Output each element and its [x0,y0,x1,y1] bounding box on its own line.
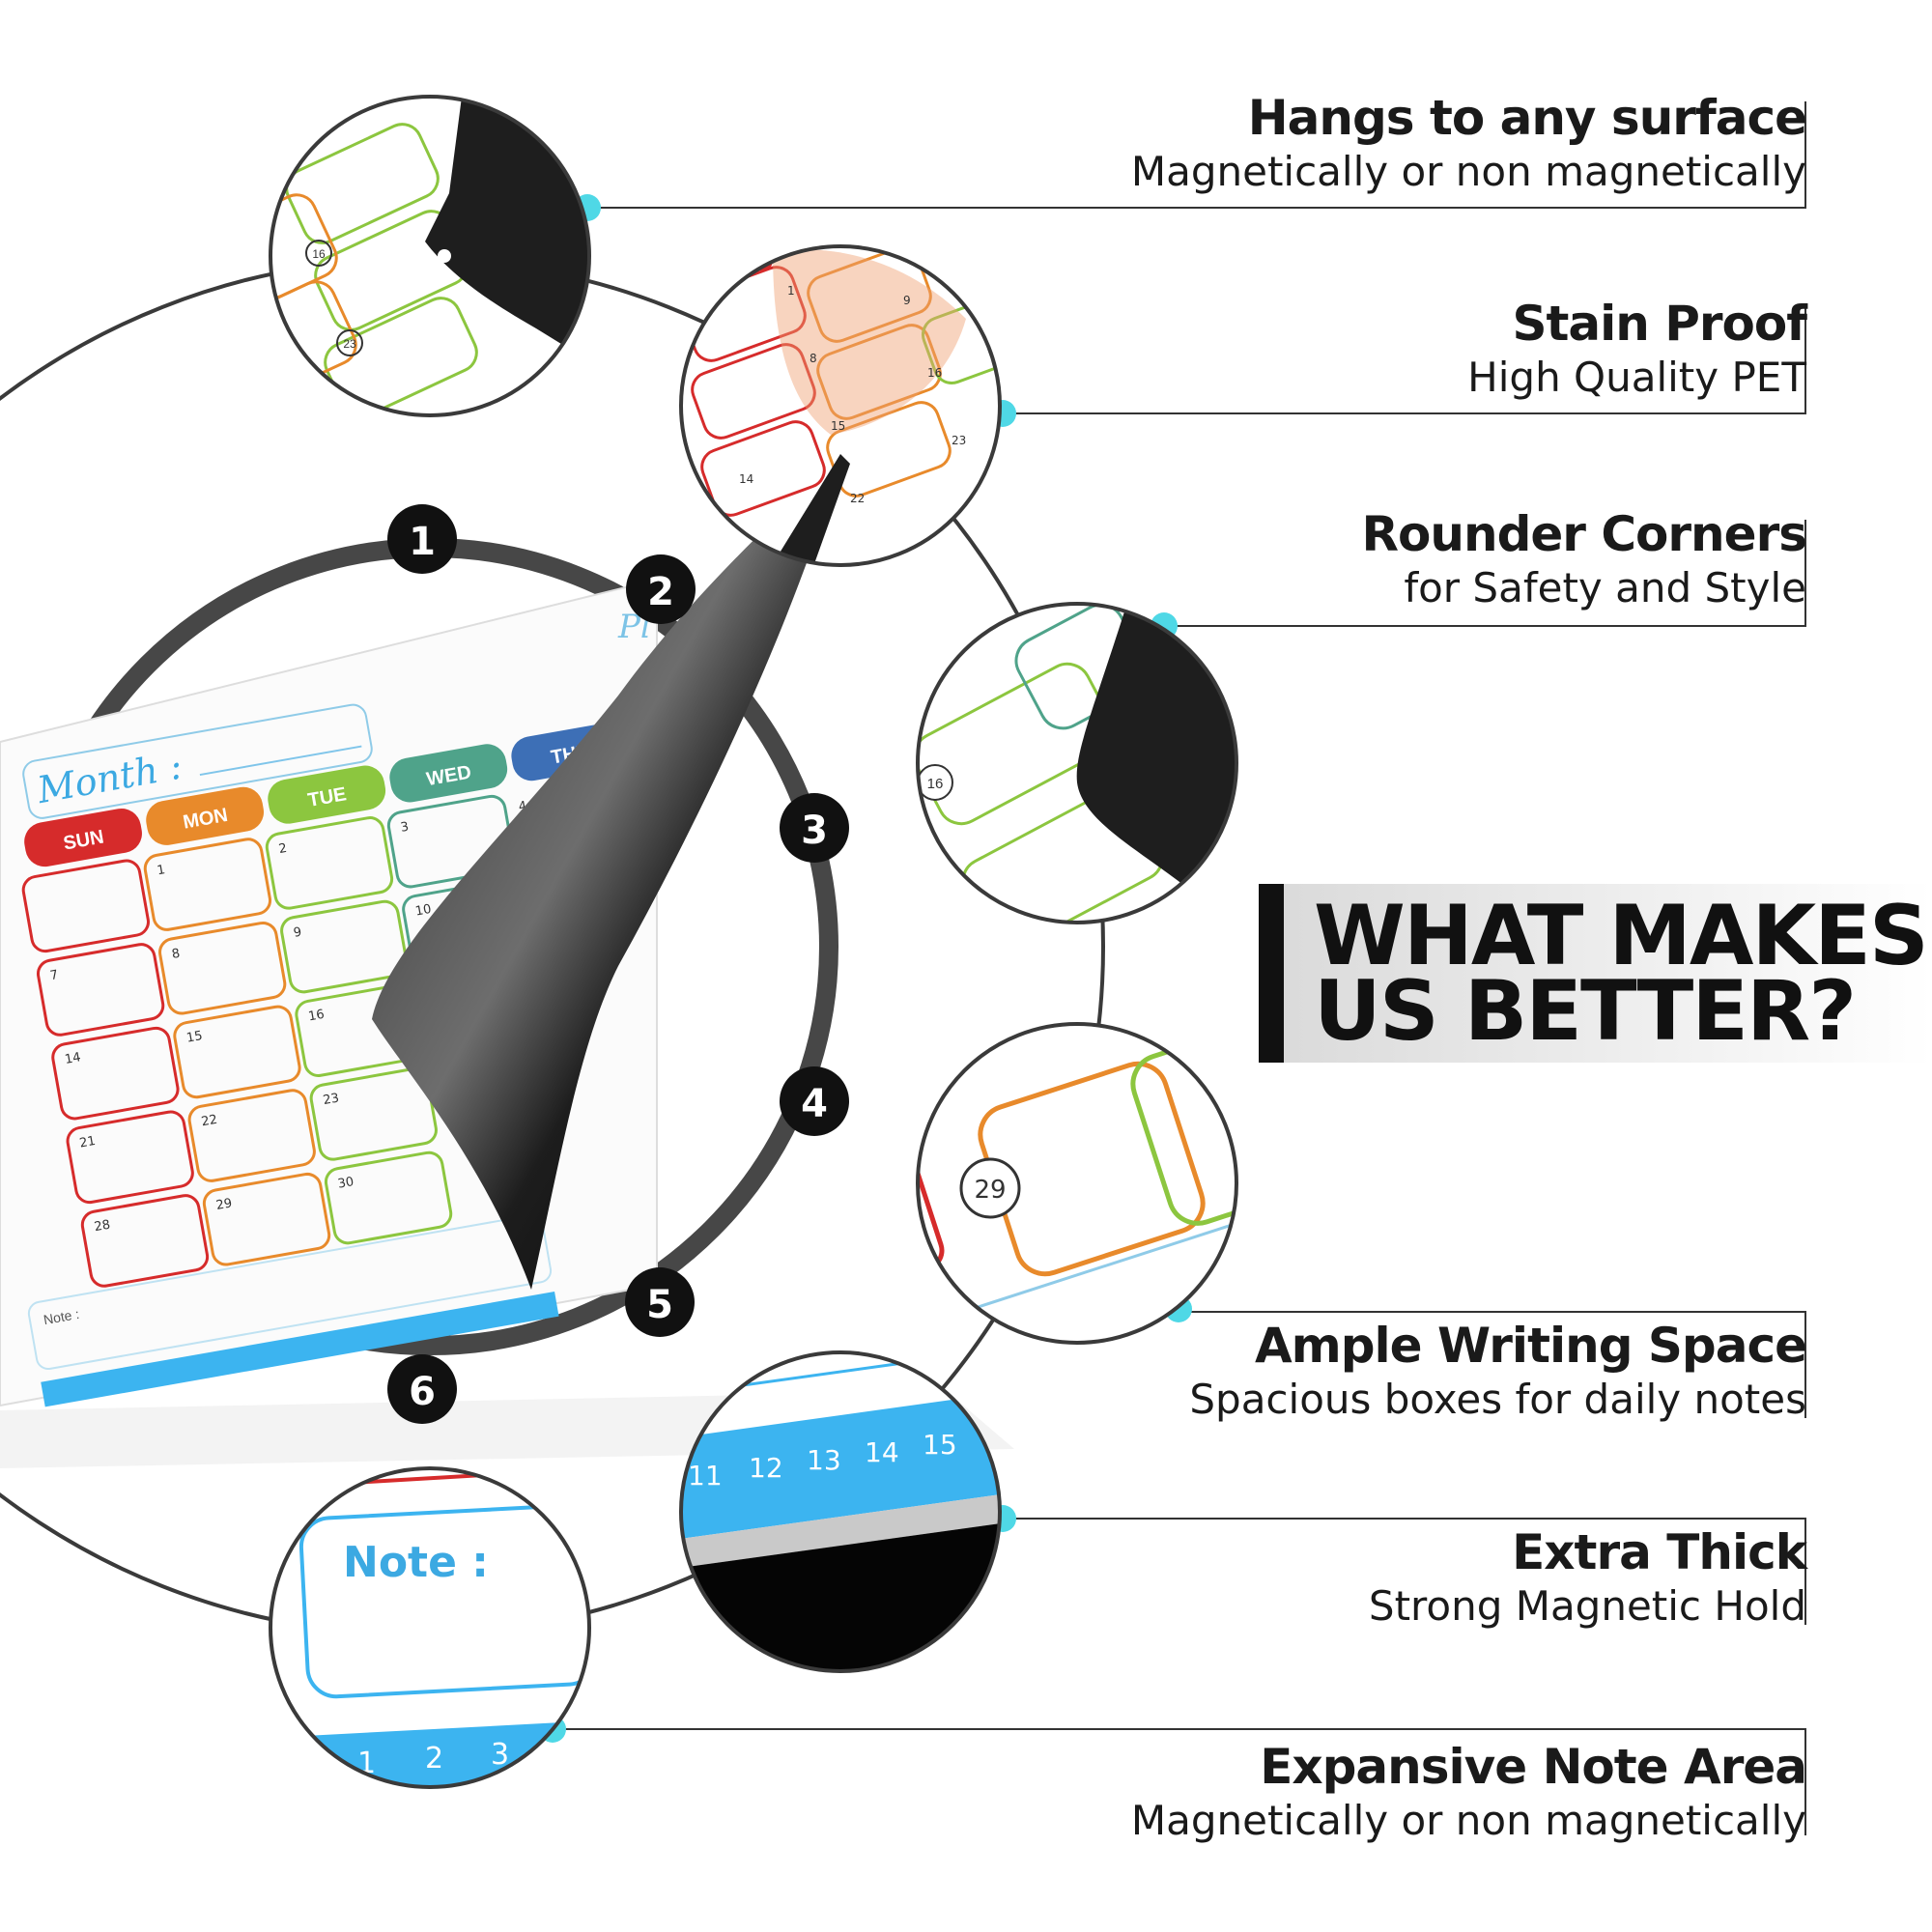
feature-divider-5 [1804,1519,1806,1625]
feature-title: Stain Proof [1512,296,1807,352]
feature-divider-3 [1804,520,1806,626]
headline-line-2: US BETTER? [1314,963,1857,1060]
note-ruler-3: 3 [491,1738,509,1772]
date-9: 9 [293,925,303,941]
feature-divider-2 [1804,307,1806,413]
ring-number-2: 2 [647,570,674,614]
ring-number-3: 3 [801,809,828,853]
date-3: 3 [400,820,411,836]
zoom-circle-thick: 11 12 13 14 15 [679,1350,1002,1673]
stain-date-14: 14 [739,472,753,486]
feature-subtitle: Magnetically or non magnetically [1130,148,1806,195]
feature-subtitle: Spacious boxes for daily notes [1189,1376,1806,1423]
date-28: 28 [94,1218,112,1236]
feature-divider-6 [1804,1729,1806,1835]
date-29: 29 [215,1196,234,1213]
feature-extra-thick: Extra Thick Strong Magnetic Hold [1368,1524,1807,1633]
feature-hangs: Hangs to any surface Magnetically or non… [1130,90,1807,198]
feature-title: Rounder Corners [1361,506,1807,562]
stain-date-1: 1 [787,284,795,298]
feature-subtitle: Strong Magnetic Hold [1368,1582,1806,1630]
date-23: 23 [322,1091,340,1108]
date-21: 21 [78,1134,97,1151]
headline-line-1: WHAT MAKES [1314,888,1929,984]
feature-subtitle: High Quality PET [1467,354,1806,401]
ruler-11: 11 [688,1460,723,1492]
feature-title: Extra Thick [1512,1524,1807,1580]
ruler-15: 15 [923,1429,957,1461]
stain-date-22: 22 [850,492,865,505]
connector-lines [553,207,1806,1730]
zoom-circle-corners: 16 [916,602,1238,924]
date-30: 30 [337,1175,355,1192]
stain-date-15: 15 [831,419,845,433]
ruler-12: 12 [749,1452,783,1484]
feature-rounder-corners: Rounder Corners for Safety and Style [1361,506,1807,614]
stain-date-9: 9 [903,294,911,307]
feature-divider-1 [1804,101,1806,208]
stain-date-8: 8 [810,352,817,365]
ruler-13: 13 [807,1444,841,1476]
note-ruler-2: 2 [425,1742,443,1776]
date-22: 22 [200,1113,218,1130]
stain-date-16: 16 [927,366,942,380]
headline: WHAT MAKES US BETTER? [1314,888,1929,1060]
corner-date-16: 16 [927,776,944,792]
feature-title: Expansive Note Area [1260,1739,1807,1795]
stain-date-23: 23 [952,434,966,447]
peeling-magnet-sheet [372,459,840,1290]
feature-subtitle: Magnetically or non magnetically [1130,1797,1806,1844]
date-2: 2 [277,841,288,857]
zoom-circle-ample: 29 [916,1022,1238,1345]
date-16: 16 [307,1008,326,1025]
headline-accent-bar [1259,884,1284,1063]
calendar-note-label: Note : [43,1306,81,1327]
date-15: 15 [185,1029,204,1046]
date-14: 14 [64,1050,82,1067]
feature-ample-writing: Ample Writing Space Spacious boxes for d… [1189,1318,1807,1426]
feature-divider-4 [1804,1312,1806,1418]
hang-date-16: 16 [312,247,326,261]
date-8: 8 [171,947,182,962]
date-4: 4 [518,799,528,814]
ring-number-4: 4 [801,1082,828,1126]
ample-date-29: 29 [974,1176,1006,1205]
ring-number-1: 1 [409,520,436,564]
ring-badges: 1 2 3 4 5 6 [387,504,849,1424]
headline-background [1259,884,1932,1063]
feature-stain-proof: Stain Proof High Quality PET [1467,296,1807,404]
zoom-circle-stain: 1 8 9 15 16 14 22 23 [679,244,1002,567]
note-area-label: Note : [343,1538,489,1587]
feature-subtitle: for Safety and Style [1404,564,1806,611]
zoom-circle-note: Note : 1 2 3 [269,1466,591,1789]
feature-note-area: Expansive Note Area Magnetically or non … [1130,1739,1807,1847]
hang-date-23: 23 [343,337,356,351]
ruler-14: 14 [865,1436,899,1468]
ring-number-6: 6 [409,1370,436,1414]
date-7: 7 [49,968,60,983]
feature-title: Ample Writing Space [1254,1318,1807,1374]
date-1: 1 [156,863,166,878]
ring-number-5: 5 [646,1283,673,1327]
zoom-circle-hangs: 16 23 [269,95,591,417]
feature-title: Hangs to any surface [1247,90,1807,146]
date-10: 10 [414,902,433,920]
